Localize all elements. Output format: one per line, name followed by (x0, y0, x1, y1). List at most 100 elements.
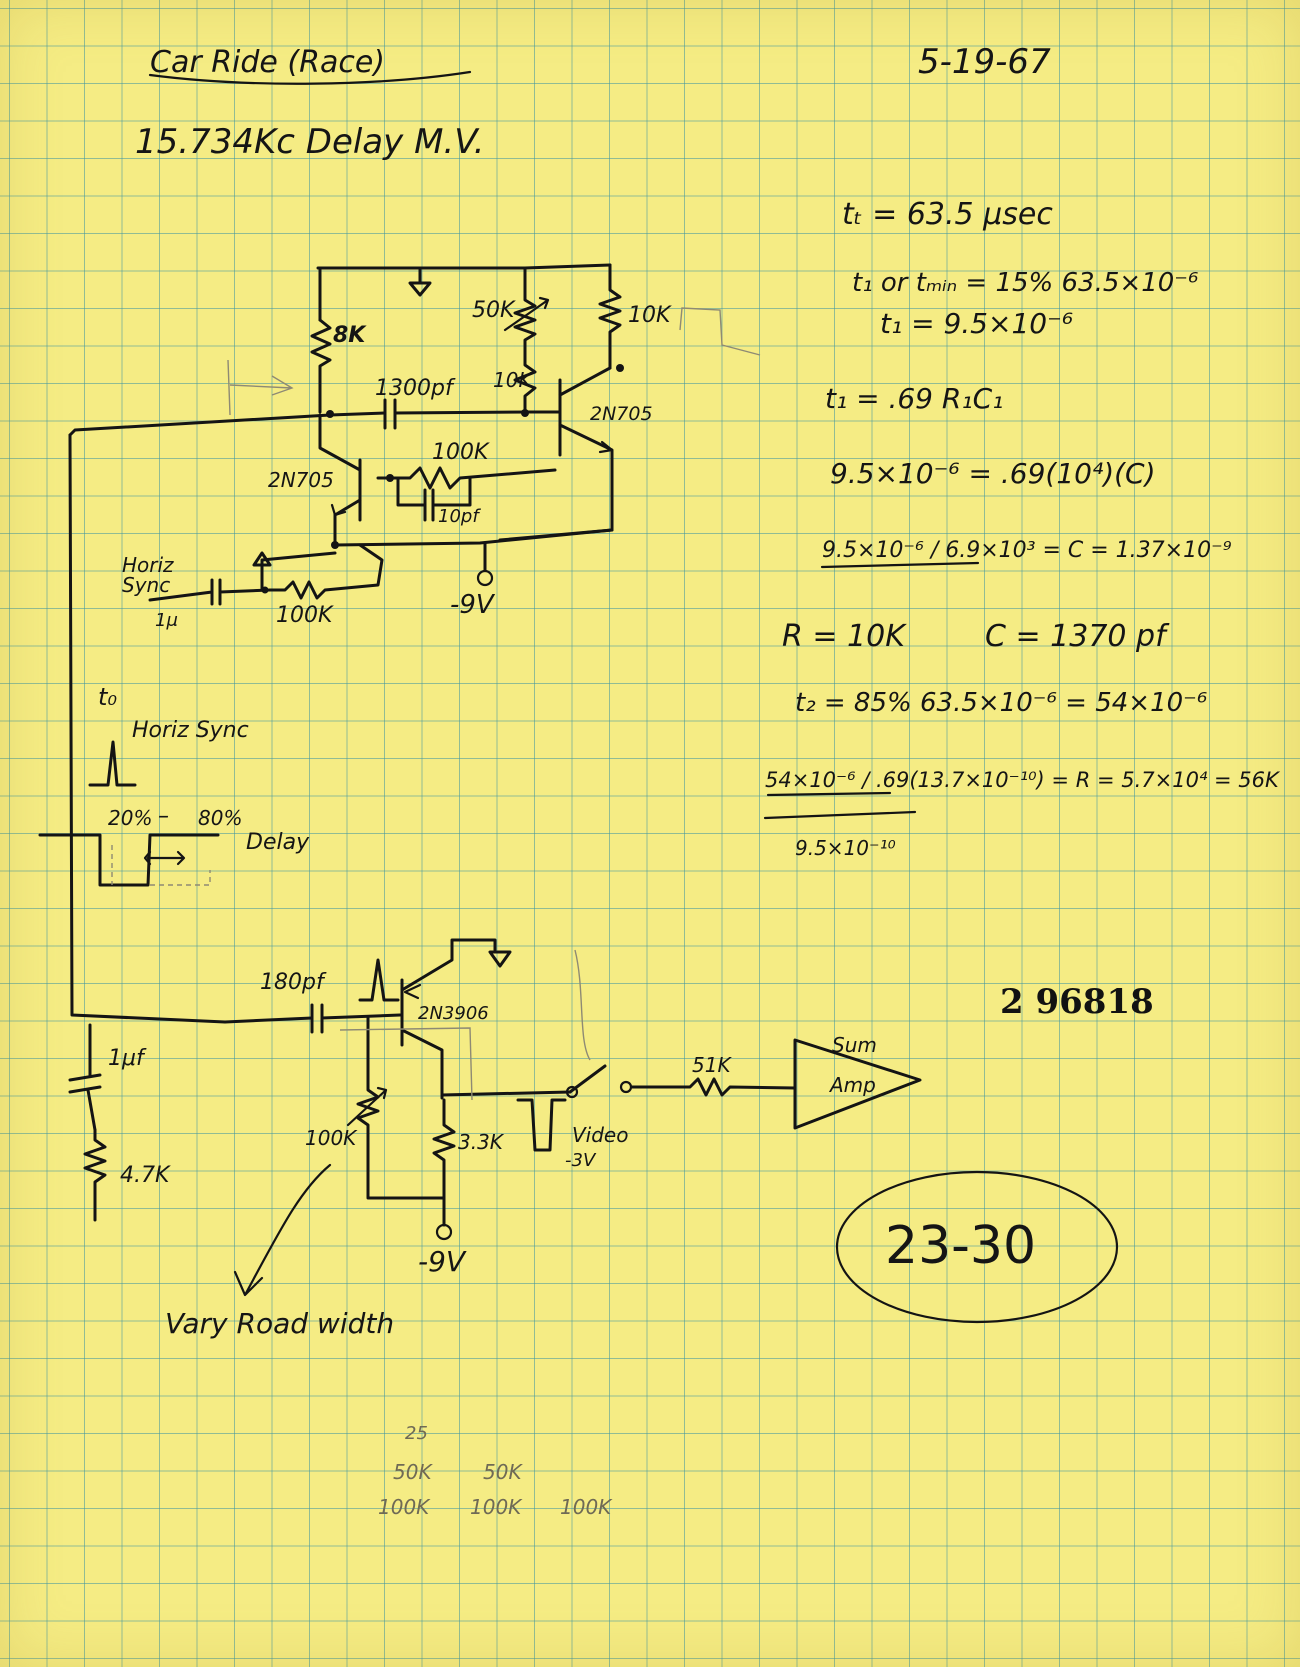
page-title: Car Ride (Race) (150, 45, 386, 80)
switch-contact-left (565, 1085, 579, 1099)
label-vary-road-width: Vary Road width (165, 1307, 395, 1340)
equation-tmin: t₁ or tₘᵢₙ = 15% 63.5×10⁻⁶ (852, 268, 1199, 298)
pencil-note-50k-b: 50K (483, 1460, 522, 1484)
title-underline (148, 70, 472, 85)
label-100k-pot: 100K (305, 1126, 357, 1150)
res-100k-sync (268, 543, 384, 600)
emitter-common (333, 513, 614, 547)
stamp-number: 2 96818 (1000, 982, 1154, 1022)
label-minus3v: -3V (565, 1150, 596, 1171)
label-2n705-left: 2N705 (268, 468, 334, 492)
label-delay: Delay (246, 830, 310, 855)
pencil-waveform-right (679, 307, 761, 356)
pencil-note-100k-c: 100K (560, 1495, 612, 1519)
pot-100k-arrow (346, 1086, 388, 1127)
label-4-7k: 4.7K (120, 1163, 170, 1188)
res-47k (83, 1128, 107, 1222)
label-1300pf: 1300pf (375, 376, 453, 401)
node-dot-sync (261, 586, 269, 594)
transistor-2n3906 (400, 938, 497, 1100)
pot-50k-arrow (503, 296, 550, 332)
fraction-bar-2 (766, 791, 892, 797)
pencil-waveform-left (227, 359, 294, 416)
equation-c-value: 9.5×10⁻⁶ / 6.9×10³ = C = 1.37×10⁻⁹ (822, 538, 1232, 563)
sync-pulse (88, 740, 137, 787)
fraction-bar-1 (820, 561, 980, 569)
circled-code-outline (835, 1170, 1119, 1324)
line-to-180pf (223, 1016, 314, 1024)
arrow-2n3906 (403, 983, 422, 1000)
label-amp: Amp (830, 1073, 876, 1097)
arrow-right-transistor (598, 440, 614, 454)
equation-t2: t₂ = 85% 63.5×10⁻⁶ = 54×10⁻⁶ (795, 688, 1208, 718)
output-line (440, 1090, 572, 1097)
equation-solve-c: 9.5×10⁻⁶ = .69(10⁴)(C) (830, 457, 1156, 490)
label-sum: Sum (832, 1033, 877, 1057)
cap-1uf (68, 1023, 102, 1132)
res-100k-feedback (376, 466, 557, 490)
video-pulse (516, 1098, 567, 1152)
label-20pct: 20% (108, 806, 153, 830)
label-video: Video (572, 1123, 629, 1147)
diode (252, 551, 337, 592)
label-10k-mid: 10K (493, 368, 532, 392)
delay-dashed (111, 845, 211, 886)
equation-r2: 54×10⁻⁶ / .69(13.7×10⁻¹⁰) = R = 5.7×10⁴ … (765, 768, 1279, 792)
pencil-box-lower (339, 949, 591, 1101)
cap-10pf (396, 476, 472, 522)
label-range-dash: – (158, 804, 169, 829)
pencil-note-100k-b: 100K (470, 1495, 522, 1519)
pot-100k-lower (356, 1016, 446, 1200)
ground-symbol-top (408, 268, 432, 297)
equation-rc: t₁ = .69 R₁C₁ (825, 382, 1004, 415)
terminal-upper-9v (476, 569, 494, 587)
page-date: 5-19-67 (918, 42, 1051, 82)
label-t0: t₀ (98, 683, 118, 711)
res-51k (630, 1077, 797, 1097)
node-dot-base (326, 410, 334, 418)
summing-amp (793, 1038, 922, 1130)
equation-c-pf: C = 1370 pf (985, 619, 1166, 654)
label-horiz-sync-input: Horiz Sync (122, 553, 174, 597)
label-51k: 51K (692, 1053, 731, 1077)
main-timing-line (68, 411, 387, 437)
note-arrow (233, 1163, 332, 1297)
equation-period: tₜ = 63.5 μsec (842, 197, 1053, 232)
page-subtitle: 15.734Kc Delay M.V. (135, 122, 485, 162)
label-180pf: 180pf (260, 970, 324, 995)
circled-code: 23-30 (885, 1216, 1037, 1276)
label-10pf: 10pf (438, 506, 479, 527)
cap-180pf (310, 1003, 402, 1034)
label-100k-feedback: 100K (432, 440, 489, 465)
label-10k-right: 10K (628, 303, 671, 328)
label-80pct: 80% (198, 806, 243, 830)
sync-input-line (148, 578, 272, 606)
res-50k-zigzag (513, 266, 537, 414)
node-dot-collector (521, 409, 529, 417)
switch-contact-right (619, 1080, 633, 1094)
pencil-note-100k-a: 100K (378, 1495, 430, 1519)
pulse-180pf (358, 958, 400, 1002)
equation-t1: t₁ = 9.5×10⁻⁶ (880, 307, 1074, 340)
res-10k-right (598, 263, 622, 370)
label-1uf: 1μf (108, 1046, 144, 1071)
cap-1300pf (383, 398, 562, 430)
label-100k-sync: 100K (276, 603, 333, 628)
ground-lower (488, 950, 512, 968)
label-1u-cap: 1μ (155, 610, 178, 631)
delay-waveform (38, 833, 220, 887)
label-3-3k: 3.3K (458, 1130, 503, 1154)
label-horiz-sync: Horiz Sync (132, 718, 249, 743)
label-2n3906: 2N3906 (418, 1003, 489, 1024)
node-dot-vcc (616, 364, 624, 372)
pencil-note-25: 25 (405, 1423, 428, 1444)
label-2n705-right: 2N705 (590, 403, 653, 425)
res-8k-zigzag (310, 318, 332, 414)
delay-arrow (143, 850, 186, 866)
strike-line (763, 810, 917, 820)
label-50k: 50K (472, 298, 515, 323)
node-dot-feedback (386, 474, 394, 482)
terminal-lower-9v (435, 1223, 453, 1241)
node-dot-emitter (331, 541, 339, 549)
